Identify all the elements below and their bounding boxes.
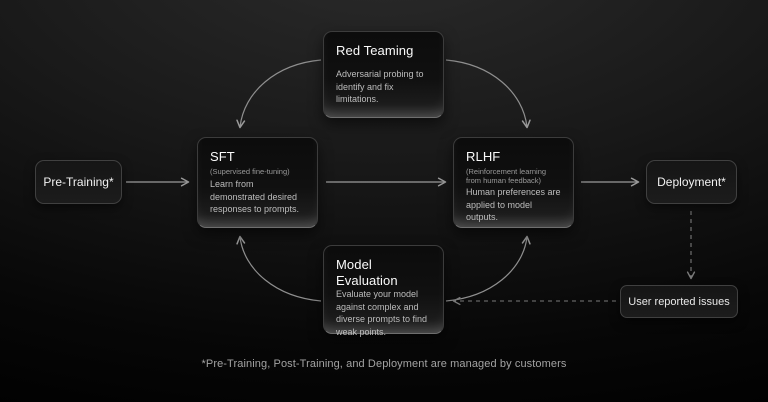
red-teaming-body: Adversarial probing to identify and fix …: [336, 69, 424, 105]
arrow-modeleval-to-rlhf: [445, 235, 531, 302]
red-teaming-title: Red Teaming: [336, 43, 414, 58]
arrow-modeleval-to-sft: [236, 235, 322, 302]
node-deployment: Deployment*: [646, 160, 737, 204]
model-evaluation-title: Model Evaluation: [336, 257, 398, 288]
deployment-title: Deployment*: [657, 175, 726, 189]
sft-body: Learn from demonstrated desired response…: [210, 179, 300, 215]
node-sft: SFT (Supervised fine-tuning) Learn from …: [197, 137, 318, 228]
sft-title: SFT: [210, 149, 235, 164]
node-rlhf: RLHF (Reinforcement learning from human …: [453, 137, 574, 228]
model-evaluation-body: Evaluate your model against complex and …: [336, 289, 428, 337]
rlhf-body: Human preferences are applied to model o…: [466, 187, 561, 223]
footnote: *Pre-Training, Post-Training, and Deploy…: [201, 358, 567, 370]
node-user-reported-issues: User reported issues: [620, 285, 738, 318]
sft-subtitle: (Supervised fine-tuning): [210, 166, 290, 176]
node-red-teaming: Red Teaming Adversarial probing to ident…: [323, 31, 444, 118]
user-reported-issues-title: User reported issues: [628, 295, 730, 308]
pre-training-title: Pre-Training*: [43, 175, 114, 189]
node-model-evaluation: Model Evaluation Evaluate your model aga…: [323, 245, 444, 337]
arrow-redteaming-to-sft: [236, 59, 322, 129]
arrow-redteaming-to-rlhf: [445, 59, 531, 129]
rlhf-subtitle: (Reinforcement learning from human feedb…: [466, 166, 547, 186]
rlhf-title: RLHF: [466, 149, 501, 164]
node-pre-training: Pre-Training*: [35, 160, 122, 204]
